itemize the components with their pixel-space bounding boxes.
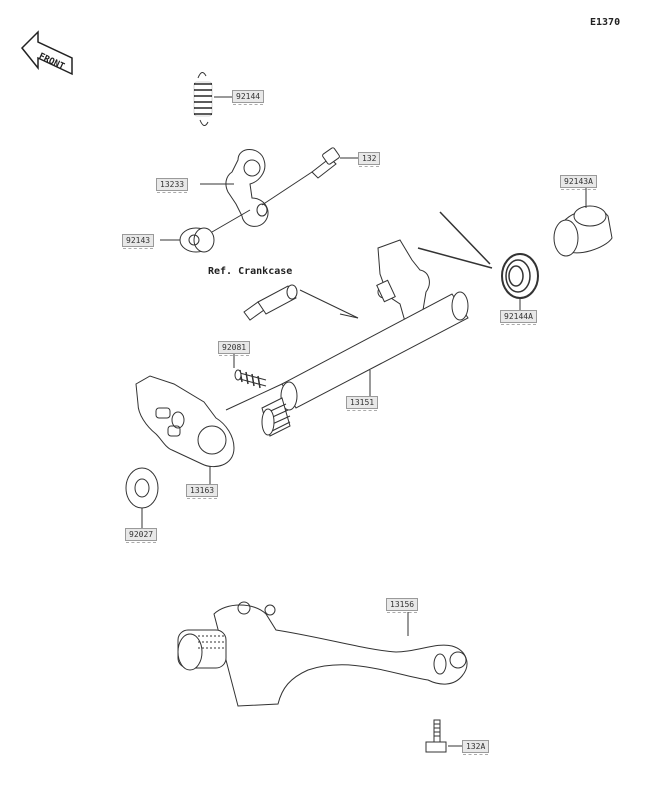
part-label-132[interactable]: 132 [358,152,381,167]
shift-shaft-13151-icon [261,239,469,437]
spring-92081-icon [234,369,267,389]
part-label-13156[interactable]: 13156 [386,598,419,613]
front-arrow-icon: FRONT [20,30,73,76]
diagram-code: E1370 [590,17,621,28]
shift-lever-13233-icon [225,149,269,227]
spring-92144-icon [193,72,213,126]
washer-92027-icon [125,467,159,509]
part-label-92144[interactable]: 92144 [232,90,265,105]
bushing-92143A-icon [553,205,613,257]
ref-crankcase-note: Ref. Crankcase [208,266,293,277]
part-label-92143[interactable]: 92143 [122,234,155,249]
collar-92143-icon [179,227,215,253]
bolt-132-icon [311,147,340,179]
part-label-92081[interactable]: 92081 [218,341,251,356]
torsion-spring-92144A-icon [417,211,539,299]
shift-pedal-13156-icon [177,601,468,707]
bolt-132A-icon [425,719,447,753]
part-label-92143A[interactable]: 92143A [560,175,597,190]
part-label-13233[interactable]: 13233 [156,178,189,193]
part-label-92027[interactable]: 92027 [125,528,158,543]
part-label-92144A[interactable]: 92144A [500,310,537,325]
part-label-13151[interactable]: 13151 [346,396,379,411]
shift-plate-13163-icon [135,375,235,468]
stopper-bolt-icon [243,284,298,321]
part-label-13163[interactable]: 13163 [186,484,219,499]
part-label-132A[interactable]: 132A [462,740,490,755]
